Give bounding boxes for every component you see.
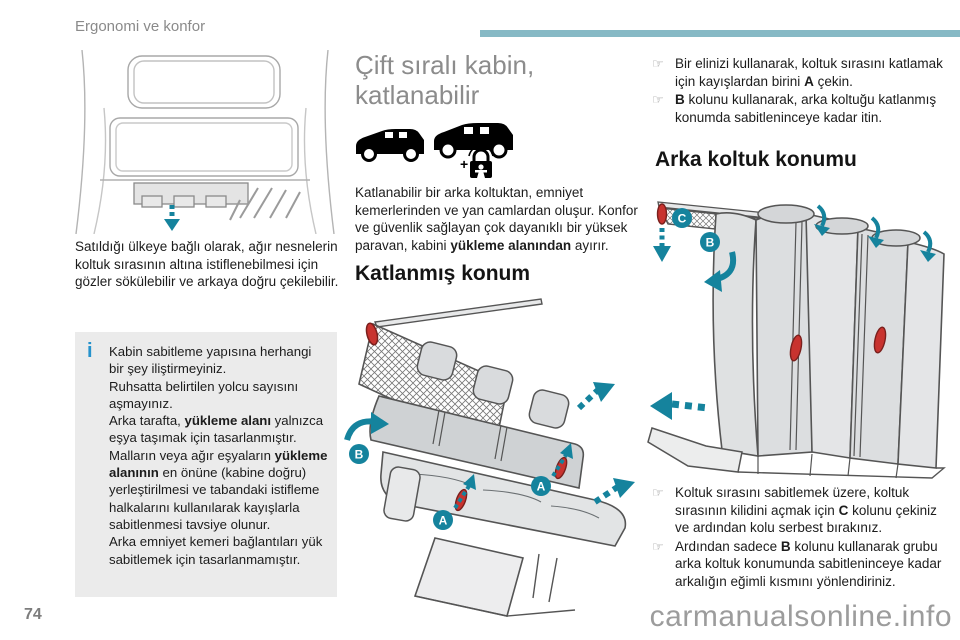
subheading-folded-position: Katlanmış konum <box>355 262 531 285</box>
floor-hatch-lines <box>229 187 301 221</box>
van-icon-long <box>434 123 513 159</box>
info-line: Arka emniyet kemeri bağlantıları yük sab… <box>109 534 323 567</box>
watermark: carmanualsonline.info <box>649 600 952 633</box>
armrest <box>383 466 421 522</box>
instructions-bottom: ☞ Koltuk sırasını sabitlemek üzere, kolt… <box>652 484 954 592</box>
pointing-hand-icon: ☞ <box>652 485 664 500</box>
header-accent-bar <box>480 30 960 37</box>
info-icon: i <box>87 340 93 362</box>
instructions-top: ☞ Bir elinizi kullanarak, koltuk sırasın… <box>652 55 952 127</box>
pointing-hand-icon: ☞ <box>652 56 664 71</box>
info-box: i Kabin sabitleme yapısına herhangi bir … <box>75 332 337 597</box>
stowage-tray <box>133 182 249 208</box>
child-lock-icon <box>468 147 494 178</box>
head-restraints <box>416 341 570 429</box>
instruction-item: ☞ Bir elinizi kullanarak, koltuk sırasın… <box>652 55 952 90</box>
instruction-item: ☞ B kolunu kullanarak, arka koltuğu katl… <box>652 91 952 126</box>
info-line: Ruhsatta belirtilen yolcu sayısını aşmay… <box>109 378 299 411</box>
instruction-text: Ardından sadece B kolunu kullanarak grub… <box>675 538 942 589</box>
van-rear-interior-illustration <box>75 50 335 234</box>
instruction-text: B kolunu kullanarak, arka koltuğu katlan… <box>675 92 937 125</box>
instruction-item: ☞ Koltuk sırasını sabitlemek üzere, kolt… <box>652 484 954 537</box>
section-label: Ergonomi ve konfor <box>75 18 206 35</box>
label-b: B <box>706 236 715 250</box>
vehicle-variant-icons: + <box>356 123 513 178</box>
info-line: Malların veya ağır eşyaların yükleme ala… <box>109 447 328 532</box>
subheading-rear-seat-position: Arka koltuk konumu <box>655 148 857 171</box>
instruction-text: Koltuk sırasını sabitlemek üzere, koltuk… <box>675 485 937 536</box>
folded-position-illustration: B A A <box>344 298 635 617</box>
left-caption-text: Satıldığı ülkeye bağlı olarak, ağır nesn… <box>75 239 339 289</box>
pointing-hand-icon: ☞ <box>652 538 664 554</box>
red-strap-loop <box>656 203 668 225</box>
label-a: A <box>439 514 448 528</box>
pointing-hand-icon: ☞ <box>652 92 664 108</box>
plus-sign: + <box>460 156 468 172</box>
intro-paragraph: Katlanabilir bir arka koltuktan, emniyet… <box>355 185 638 253</box>
head-restraint-tops <box>757 204 921 247</box>
page-title: Çift sıralı kabin, katlanabilir <box>355 50 645 110</box>
instruction-item: ☞ Ardından sadece B kolunu kullanarak gr… <box>652 538 954 591</box>
red-strap-loop <box>789 334 803 362</box>
pull-direction-arrow <box>164 205 180 231</box>
label-a2: A <box>537 480 546 494</box>
red-strap-loop <box>365 322 379 346</box>
left-caption: Satıldığı ülkeye bağlı olarak, ağır nesn… <box>75 238 339 291</box>
page-number: 74 <box>24 606 42 623</box>
info-box-text: Kabin sabitleme yapısına herhangi bir şe… <box>109 343 329 568</box>
callout-labels: C B <box>672 208 720 252</box>
instruction-text: Bir elinizi kullanarak, koltuk sırasını … <box>675 56 943 89</box>
page-title-line1: Çift sıralı kabin, <box>355 50 535 80</box>
info-line: Kabin sabitleme yapısına herhangi bir şe… <box>109 344 312 377</box>
fold-direction-arrows <box>344 382 635 510</box>
upright-seat-backs <box>755 211 945 469</box>
callout-labels: B A A <box>349 444 551 530</box>
van-icon-compact <box>356 129 424 162</box>
page-title-line2: katlanabilir <box>355 80 480 110</box>
red-strap-loop <box>873 326 887 354</box>
label-c: C <box>678 212 687 226</box>
tilt-arrows <box>814 204 936 262</box>
rear-seat-position-illustration: C B <box>647 201 946 479</box>
info-line: Arka tarafta, yükleme alanı yalnızca eşy… <box>109 413 324 446</box>
label-b: B <box>355 448 364 462</box>
